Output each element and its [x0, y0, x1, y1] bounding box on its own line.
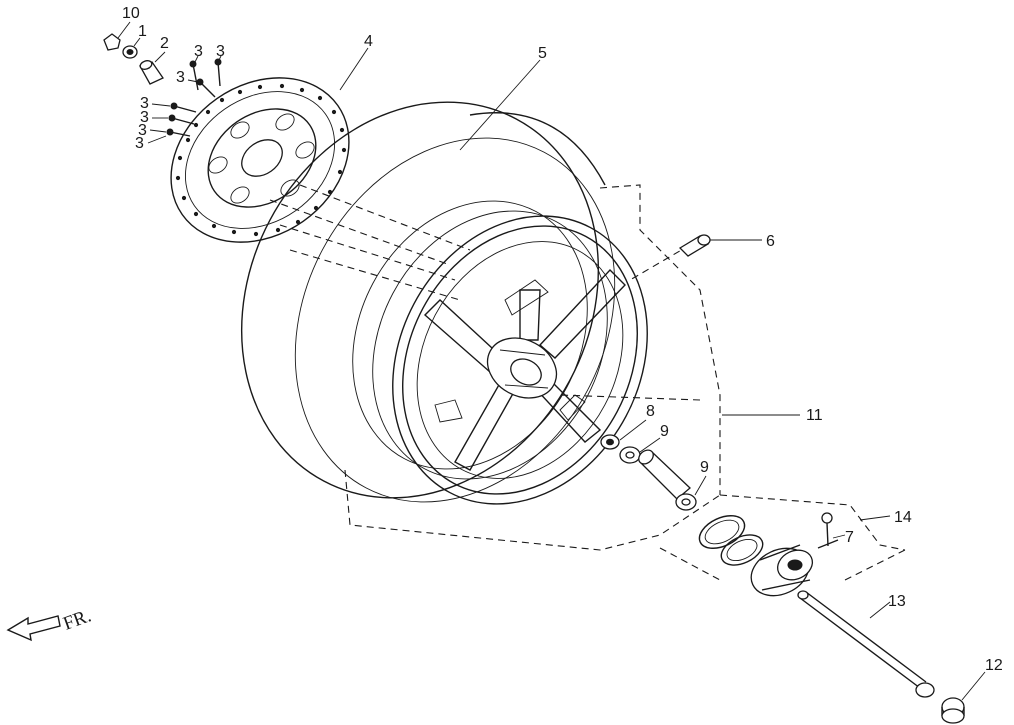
spacer-sleeve: [638, 449, 691, 500]
callout-3a: 3: [194, 43, 203, 60]
callout-6: 6: [766, 233, 775, 250]
part-13-axle: [797, 590, 935, 698]
callout-10: 10: [122, 5, 140, 22]
callout-8: 8: [646, 403, 655, 420]
seal-ring-1: [698, 515, 746, 549]
disc-cutouts: [208, 113, 315, 204]
part-7-screw: [817, 512, 839, 549]
part-8-washer: [600, 434, 620, 450]
part-12-axle-nut: [941, 697, 965, 724]
callout-3b: 3: [216, 43, 225, 60]
callout-9b: 9: [700, 459, 709, 476]
front-arrow-icon: [6, 615, 61, 642]
callout-5: 5: [538, 45, 547, 62]
hub-flange: [750, 544, 814, 597]
part-3-bolts: [166, 58, 222, 137]
seal-ring-2: [720, 534, 764, 566]
callout-4: 4: [364, 33, 373, 50]
callout-11: 11: [806, 407, 823, 424]
callout-3c: 3: [176, 69, 185, 86]
leader-lines: [117, 21, 986, 701]
disc-vent-holes: [175, 83, 347, 237]
part-9-bearing-lower: [675, 493, 697, 511]
callout-3e: 3: [140, 109, 149, 126]
callout-14: 14: [894, 509, 912, 526]
wheel-rim: [352, 200, 648, 505]
assembly-guide-lines: [269, 184, 906, 581]
callout-3g: 3: [135, 135, 144, 152]
callout-3f: 3: [138, 122, 147, 139]
part-1-nut: [122, 45, 138, 59]
part-9-bearing-upper: [619, 446, 641, 464]
brake-disc: [170, 77, 350, 243]
direction-label: FR.: [61, 605, 94, 634]
callout-2: 2: [160, 35, 169, 52]
rear-tire: [240, 101, 616, 503]
part-10-cap: [103, 33, 121, 51]
front-direction-indicator: FR.: [6, 605, 94, 642]
callout-12: 12: [985, 657, 1003, 674]
part-2-collar: [139, 60, 164, 85]
callout-13: 13: [888, 593, 906, 610]
callout-7: 7: [845, 529, 854, 546]
callout-1: 1: [138, 23, 147, 40]
part-6-valve: [678, 234, 711, 257]
callout-labels: 10 1 2 3 3 3 3 3 3 3 4 5 6 8 9 9 11 14 7…: [122, 5, 1003, 674]
callout-3d: 3: [140, 95, 149, 112]
callout-9a: 9: [660, 423, 669, 440]
